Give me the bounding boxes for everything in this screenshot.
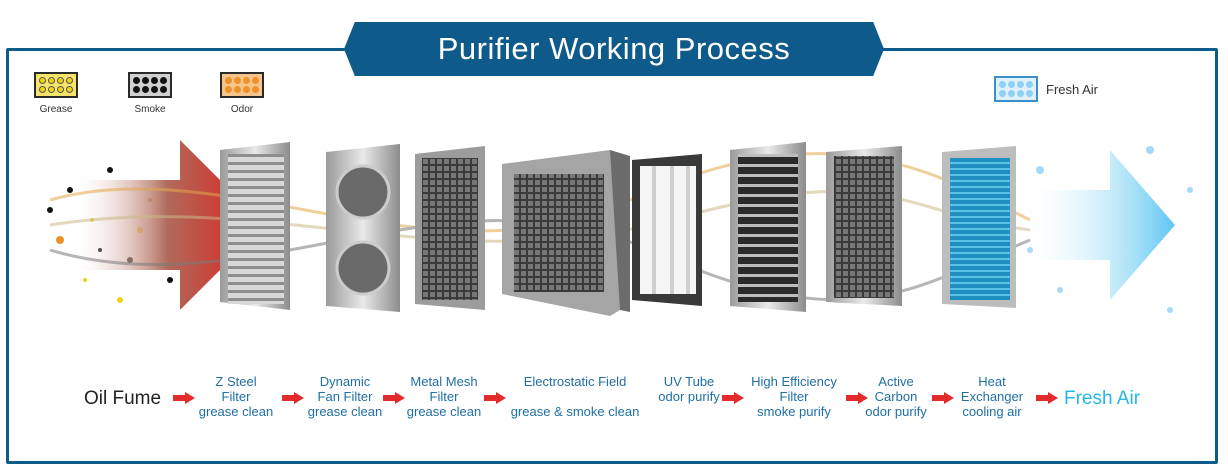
electrostatic-field-image <box>502 150 630 316</box>
uv-tube-image <box>632 154 702 306</box>
stage-label: Dynamic Fan Filter grease clean <box>307 374 383 419</box>
flow-arrow-icon <box>173 392 195 404</box>
legend-fresh-air: Fresh Air <box>994 76 1098 102</box>
stage-heat-exchanger: Heat Exchanger cooling air <box>948 374 1036 419</box>
legend-smoke: Smoke <box>128 72 172 115</box>
legend-smoke-label: Smoke <box>134 104 166 115</box>
legend-fresh-air-label: Fresh Air <box>1046 81 1099 97</box>
flow-arrow-icon <box>846 392 868 404</box>
legend-grease-label: Grease <box>39 104 73 115</box>
page-title: Purifier Working Process <box>344 22 884 76</box>
legend-odor: Odor <box>220 72 264 115</box>
filter-stack-illustration <box>47 140 1193 316</box>
stage-metal-mesh-filter: Metal Mesh Filter grease clean <box>396 374 492 419</box>
flow-arrow-icon <box>722 392 744 404</box>
metal-mesh-filter-image <box>415 146 485 310</box>
flow-arrow-icon <box>484 392 506 404</box>
flow-arrow-icon <box>932 392 954 404</box>
fresh-air-arrow <box>1020 150 1175 300</box>
active-carbon-filter-image <box>826 146 902 306</box>
stage-label: Electrostatic Field grease & smoke clean <box>510 374 640 419</box>
stage-dynamic-fan-filter: Dynamic Fan Filter grease clean <box>295 374 395 419</box>
fresh-air-swatch-icon <box>994 76 1038 102</box>
stage-z-steel-filter: Z Steel Filter grease clean <box>186 374 286 419</box>
stage-label: Z Steel Filter grease clean <box>198 374 274 419</box>
stage-label: High Efficiency Filter smoke purify <box>751 374 837 419</box>
stage-active-carbon: Active Carbon odor purify <box>856 374 936 419</box>
process-labels: Oil Fume Z Steel Filter grease clean Dyn… <box>0 372 1228 432</box>
heat-exchanger-image <box>942 146 1016 308</box>
stage-label: Active Carbon odor purify <box>865 374 927 419</box>
stage-electrostatic-field: Electrostatic Field grease & smoke clean <box>500 374 650 419</box>
oil-fume-arrow <box>70 140 265 310</box>
flow-arrow-icon <box>383 392 405 404</box>
oil-fume-label: Oil Fume <box>84 388 162 409</box>
stage-high-efficiency-filter: High Efficiency Filter smoke purify <box>738 374 850 419</box>
stage-label: UV Tube odor purify <box>658 374 720 404</box>
z-steel-filter-image <box>220 142 290 310</box>
smoke-swatch-icon <box>128 72 172 98</box>
flow-arrow-icon <box>282 392 304 404</box>
dynamic-fan-filter-image <box>326 144 400 312</box>
stage-label: Heat Exchanger cooling air <box>960 374 1024 419</box>
grease-swatch-icon <box>34 72 78 98</box>
high-efficiency-filter-image <box>730 142 806 312</box>
stage-uv-tube: UV Tube odor purify <box>650 374 728 404</box>
legend-grease: Grease <box>34 72 78 115</box>
odor-swatch-icon <box>220 72 264 98</box>
flow-arrow-icon <box>1036 392 1058 404</box>
legend-odor-label: Odor <box>230 104 254 115</box>
fresh-air-label: Fresh Air <box>1064 388 1141 409</box>
stage-label: Metal Mesh Filter grease clean <box>406 374 482 419</box>
